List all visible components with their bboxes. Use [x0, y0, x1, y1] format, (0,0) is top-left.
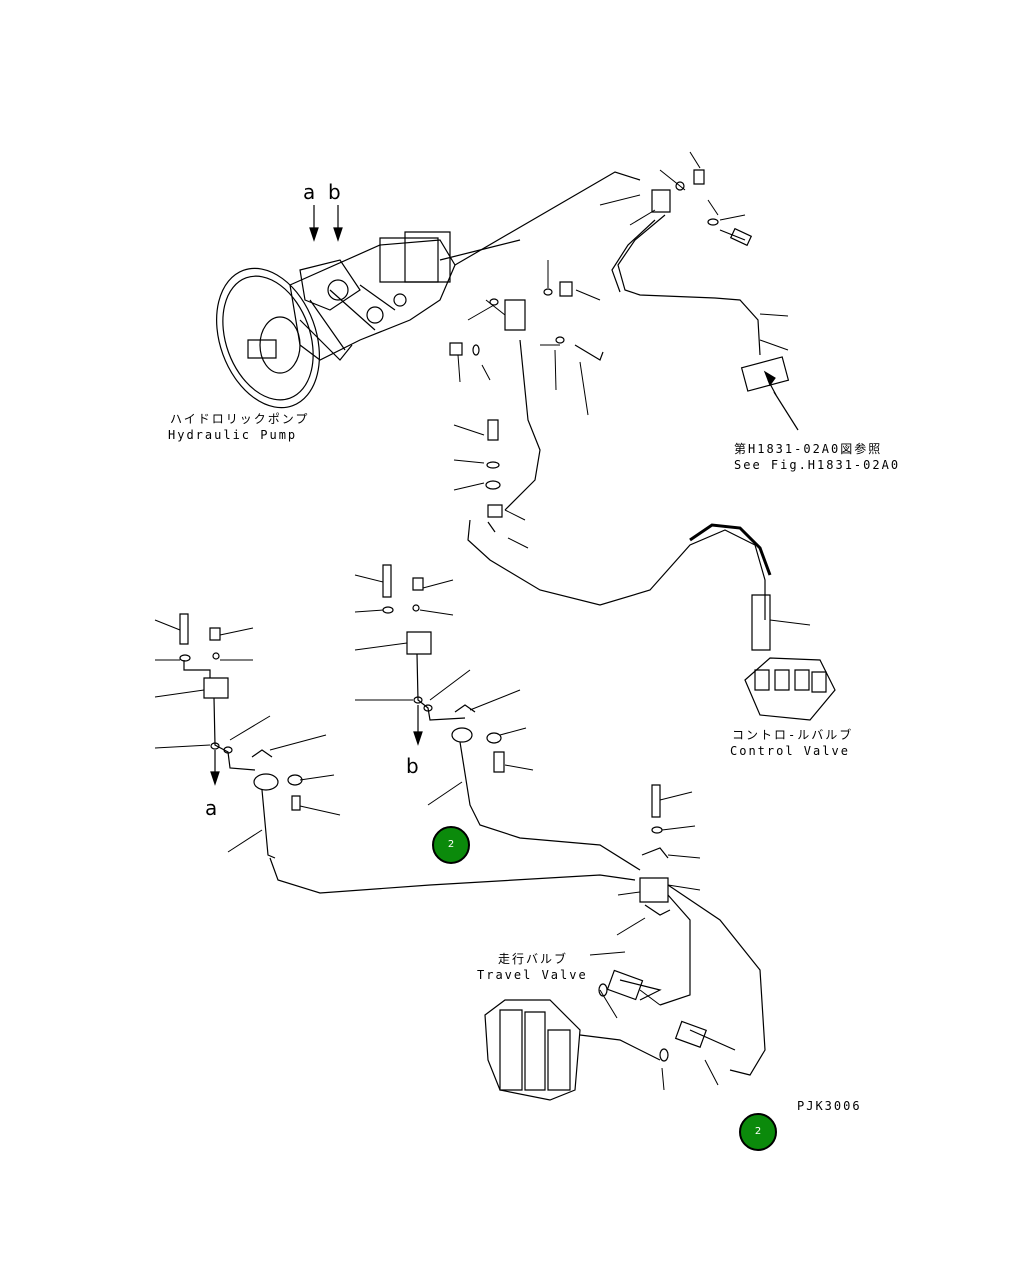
left-bracket-group	[180, 614, 635, 893]
hose-wrap	[690, 525, 770, 575]
port-label-b-top: b	[328, 180, 341, 204]
reference-label-jp: 第H1831-02A0図参照	[734, 442, 883, 456]
pump-label-jp: ハイドロリックポンプ	[170, 412, 310, 426]
control-valve-label-en: Control Valve	[730, 744, 850, 758]
middle-bracket-group	[383, 565, 640, 870]
control-valve-drawing	[745, 595, 835, 720]
page-link-badge[interactable]: 2	[739, 1113, 777, 1151]
leader-lines	[155, 152, 810, 1090]
port-label-a-left: a	[205, 796, 218, 820]
hose-to-control-valve	[468, 520, 765, 620]
pilot-line-top	[455, 172, 640, 265]
travel-valve-label-jp: 走行バルブ	[498, 952, 569, 966]
badge-text: 2	[447, 839, 455, 850]
upper-right-fittings	[612, 170, 798, 430]
figure-code: PJK3006	[797, 1099, 862, 1113]
travel-valve-drawing	[485, 970, 735, 1100]
control-valve-label-jp: コントロ-ルバルブ	[732, 728, 854, 742]
page-link-badge[interactable]: 2	[432, 826, 470, 864]
junction-fittings	[640, 785, 765, 1075]
travel-valve-label-en: Travel Valve	[477, 968, 588, 982]
port-arrows-top	[310, 205, 342, 240]
center-fittings	[450, 282, 603, 532]
badge-text: 2	[754, 1126, 762, 1137]
port-label-b-mid: b	[406, 754, 419, 778]
port-label-a-top: a	[303, 180, 316, 204]
pump-label-en: Hydraulic Pump	[168, 428, 298, 442]
hydraulic-pump-drawing	[198, 232, 520, 422]
reference-label-en: See Fig.H1831-02A0	[734, 458, 901, 472]
